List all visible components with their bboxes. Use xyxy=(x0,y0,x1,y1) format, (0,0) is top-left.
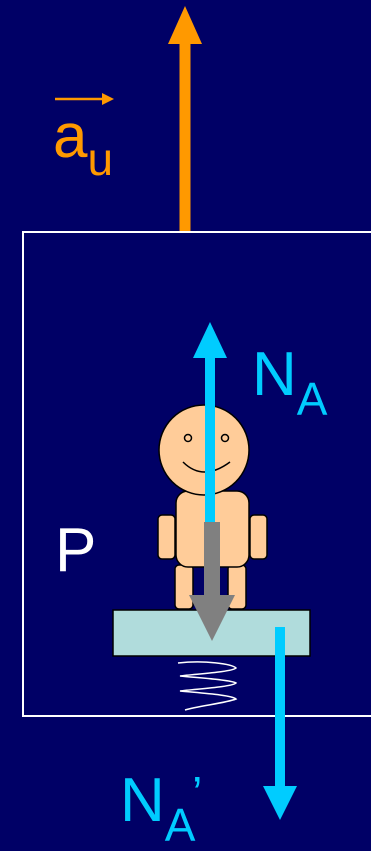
normal-force-label: NA xyxy=(252,344,327,423)
reaction-force-subscript: A xyxy=(164,799,193,851)
reaction-force-label: NA’ xyxy=(120,767,203,849)
elevator-box xyxy=(22,231,371,717)
spring-coil-icon xyxy=(177,661,238,711)
reaction-force-prime: ’ xyxy=(192,767,203,819)
weight-symbol: P xyxy=(55,516,97,585)
acceleration-symbol: a xyxy=(53,102,88,171)
acceleration-label: au xyxy=(53,106,113,183)
reaction-force-symbol: N xyxy=(120,766,165,835)
vector-arrow-icon xyxy=(55,93,114,105)
weight-arrow xyxy=(189,522,235,641)
acceleration-arrow xyxy=(168,6,202,232)
reaction-force-arrow xyxy=(263,627,297,820)
weight-label: P xyxy=(55,520,96,582)
normal-force-subscript: A xyxy=(296,373,328,425)
person-figure-icon xyxy=(157,404,268,610)
acceleration-subscript: u xyxy=(87,133,114,185)
normal-force-symbol: N xyxy=(252,340,297,409)
